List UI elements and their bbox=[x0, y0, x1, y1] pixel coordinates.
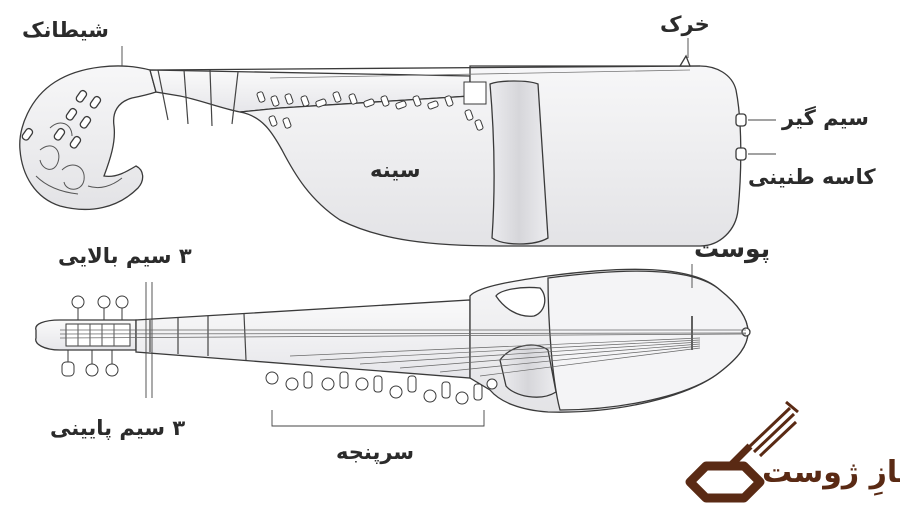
body-side bbox=[239, 65, 742, 247]
tailpin-upper bbox=[735, 113, 747, 127]
chest-cutout bbox=[499, 344, 557, 398]
scroll-ornament bbox=[35, 122, 123, 195]
bridge-kharak bbox=[678, 54, 691, 67]
sympathetic-pegs bbox=[265, 371, 498, 405]
scroll-pegs bbox=[21, 89, 102, 149]
tuning-pegs-lower bbox=[61, 350, 119, 377]
scroll-head bbox=[19, 65, 157, 211]
chest-pegs bbox=[256, 91, 484, 131]
rubab-side-view bbox=[19, 54, 747, 247]
label-kase-tanini: کاسه طنینی bbox=[748, 165, 876, 189]
strings-top-view bbox=[59, 329, 747, 377]
frets-side bbox=[157, 69, 239, 127]
chest-band bbox=[489, 80, 549, 245]
brand-logo-icon bbox=[685, 443, 765, 503]
sarpanje-bracket bbox=[271, 410, 485, 427]
nut-lines bbox=[145, 282, 153, 398]
headstock-slots bbox=[77, 324, 115, 346]
tuning-pegs-upper bbox=[71, 295, 129, 320]
label-upper-strings: ۳ سیم بالایی bbox=[58, 244, 192, 268]
tail-knob bbox=[741, 327, 751, 337]
tailpin-lower bbox=[735, 147, 747, 161]
label-sarpanje: سرپنجه bbox=[336, 440, 415, 464]
label-kharak: خرک bbox=[660, 12, 710, 36]
leader-lines-top bbox=[121, 38, 776, 155]
label-sine: سینه bbox=[370, 158, 421, 182]
brand-logo-text: سازِ ژوست bbox=[762, 455, 900, 490]
label-poost: پوست bbox=[694, 234, 771, 263]
logo-strings bbox=[746, 400, 799, 458]
label-sim-gir: سیم گیر bbox=[782, 106, 869, 130]
label-sheitanak: شیطانک bbox=[22, 18, 109, 42]
label-lower-strings: ۳ سیم پایینی bbox=[50, 416, 186, 440]
